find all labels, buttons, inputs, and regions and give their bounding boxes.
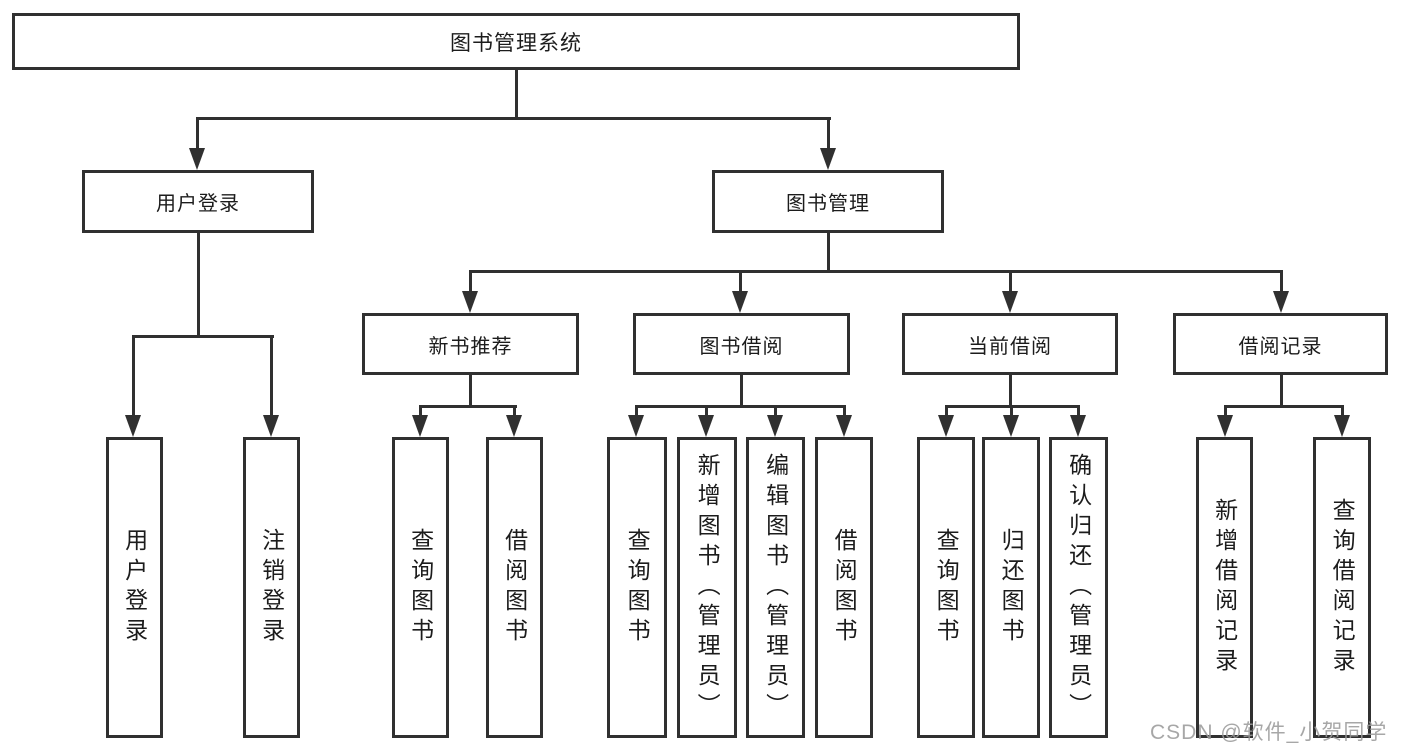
arrow-down-icon — [1217, 415, 1233, 437]
csdn-watermark: CSDN @软件_小贺同学 — [1150, 721, 1388, 744]
connector-arrow-stem — [635, 405, 638, 421]
node-current-borrowing: 当前借阅 — [902, 313, 1118, 375]
connector-records-rail — [1224, 405, 1344, 408]
leaf-user-login: 用户登录 — [106, 437, 163, 738]
connector-records-stem — [1280, 375, 1283, 408]
connector-arrow-stem — [513, 405, 516, 421]
arrow-down-icon — [820, 148, 836, 170]
connector-arrow-stem — [1010, 405, 1013, 421]
connector-arrow-stem — [132, 335, 135, 420]
connector-arrow-stem — [739, 270, 742, 296]
connector-arrow-stem — [827, 117, 830, 153]
arrow-down-icon — [506, 415, 522, 437]
connector-arrow-stem — [469, 270, 472, 296]
connector-level3-rail — [469, 270, 1283, 273]
connector-borrowing-stem — [740, 375, 743, 408]
arrow-down-icon — [263, 415, 279, 437]
connector-arrow-stem — [1009, 270, 1012, 296]
connector-arrow-stem — [843, 405, 846, 421]
arrow-down-icon — [767, 415, 783, 437]
node-book-management-module: 图书管理 — [712, 170, 944, 233]
arrow-down-icon — [628, 415, 644, 437]
connector-userlogin-rail — [132, 335, 274, 338]
connector-arrow-stem — [705, 405, 708, 421]
arrow-down-icon — [1003, 415, 1019, 437]
connector-arrow-stem — [1280, 270, 1283, 296]
arrow-down-icon — [732, 291, 748, 313]
connector-arrow-stem — [774, 405, 777, 421]
leaf-borrow-books-recommend: 借阅图书 — [486, 437, 543, 738]
connector-recommend-stem — [469, 375, 472, 408]
node-borrowing-records: 借阅记录 — [1173, 313, 1388, 375]
leaf-query-books-current: 查询图书 — [917, 437, 975, 738]
arrow-down-icon — [462, 291, 478, 313]
connector-borrowing-rail — [635, 405, 845, 408]
connector-arrow-stem — [945, 405, 948, 421]
arrow-down-icon — [412, 415, 428, 437]
arrow-down-icon — [1334, 415, 1350, 437]
connector-arrow-stem — [270, 335, 273, 420]
leaf-add-books-admin: 新增图书（管理员） — [677, 437, 737, 738]
arrow-down-icon — [938, 415, 954, 437]
connector-arrow-stem — [1077, 405, 1080, 421]
leaf-query-books-recommend: 查询图书 — [392, 437, 449, 738]
connector-root-stem — [515, 70, 518, 118]
leaf-return-books: 归还图书 — [982, 437, 1040, 738]
connector-current-stem — [1009, 375, 1012, 408]
connector-level1-rail — [196, 117, 831, 120]
node-new-book-recommendation: 新书推荐 — [362, 313, 579, 375]
arrow-down-icon — [189, 148, 205, 170]
connector-arrow-stem — [1341, 405, 1344, 421]
leaf-borrow-books: 借阅图书 — [815, 437, 873, 738]
leaf-logout: 注销登录 — [243, 437, 300, 738]
leaf-edit-books-admin: 编辑图书（管理员） — [746, 437, 805, 738]
connector-arrow-stem — [196, 117, 199, 153]
connector-userlogin-stem — [197, 233, 200, 338]
arrow-down-icon — [836, 415, 852, 437]
connector-arrow-stem — [419, 405, 422, 421]
node-user-login-module: 用户登录 — [82, 170, 314, 233]
leaf-confirm-return-admin: 确认归还（管理员） — [1049, 437, 1108, 738]
connector-bookmgmt-stem — [827, 233, 830, 273]
node-root-library-management-system: 图书管理系统 — [12, 13, 1020, 70]
arrow-down-icon — [1070, 415, 1086, 437]
leaf-query-books-borrowing: 查询图书 — [607, 437, 667, 738]
leaf-query-borrow-record: 查询借阅记录 — [1313, 437, 1371, 738]
node-book-borrowing: 图书借阅 — [633, 313, 850, 375]
leaf-add-borrow-record: 新增借阅记录 — [1196, 437, 1253, 738]
arrow-down-icon — [1273, 291, 1289, 313]
arrow-down-icon — [1002, 291, 1018, 313]
connector-arrow-stem — [1224, 405, 1227, 421]
connector-recommend-rail — [419, 405, 517, 408]
arrow-down-icon — [125, 415, 141, 437]
arrow-down-icon — [698, 415, 714, 437]
